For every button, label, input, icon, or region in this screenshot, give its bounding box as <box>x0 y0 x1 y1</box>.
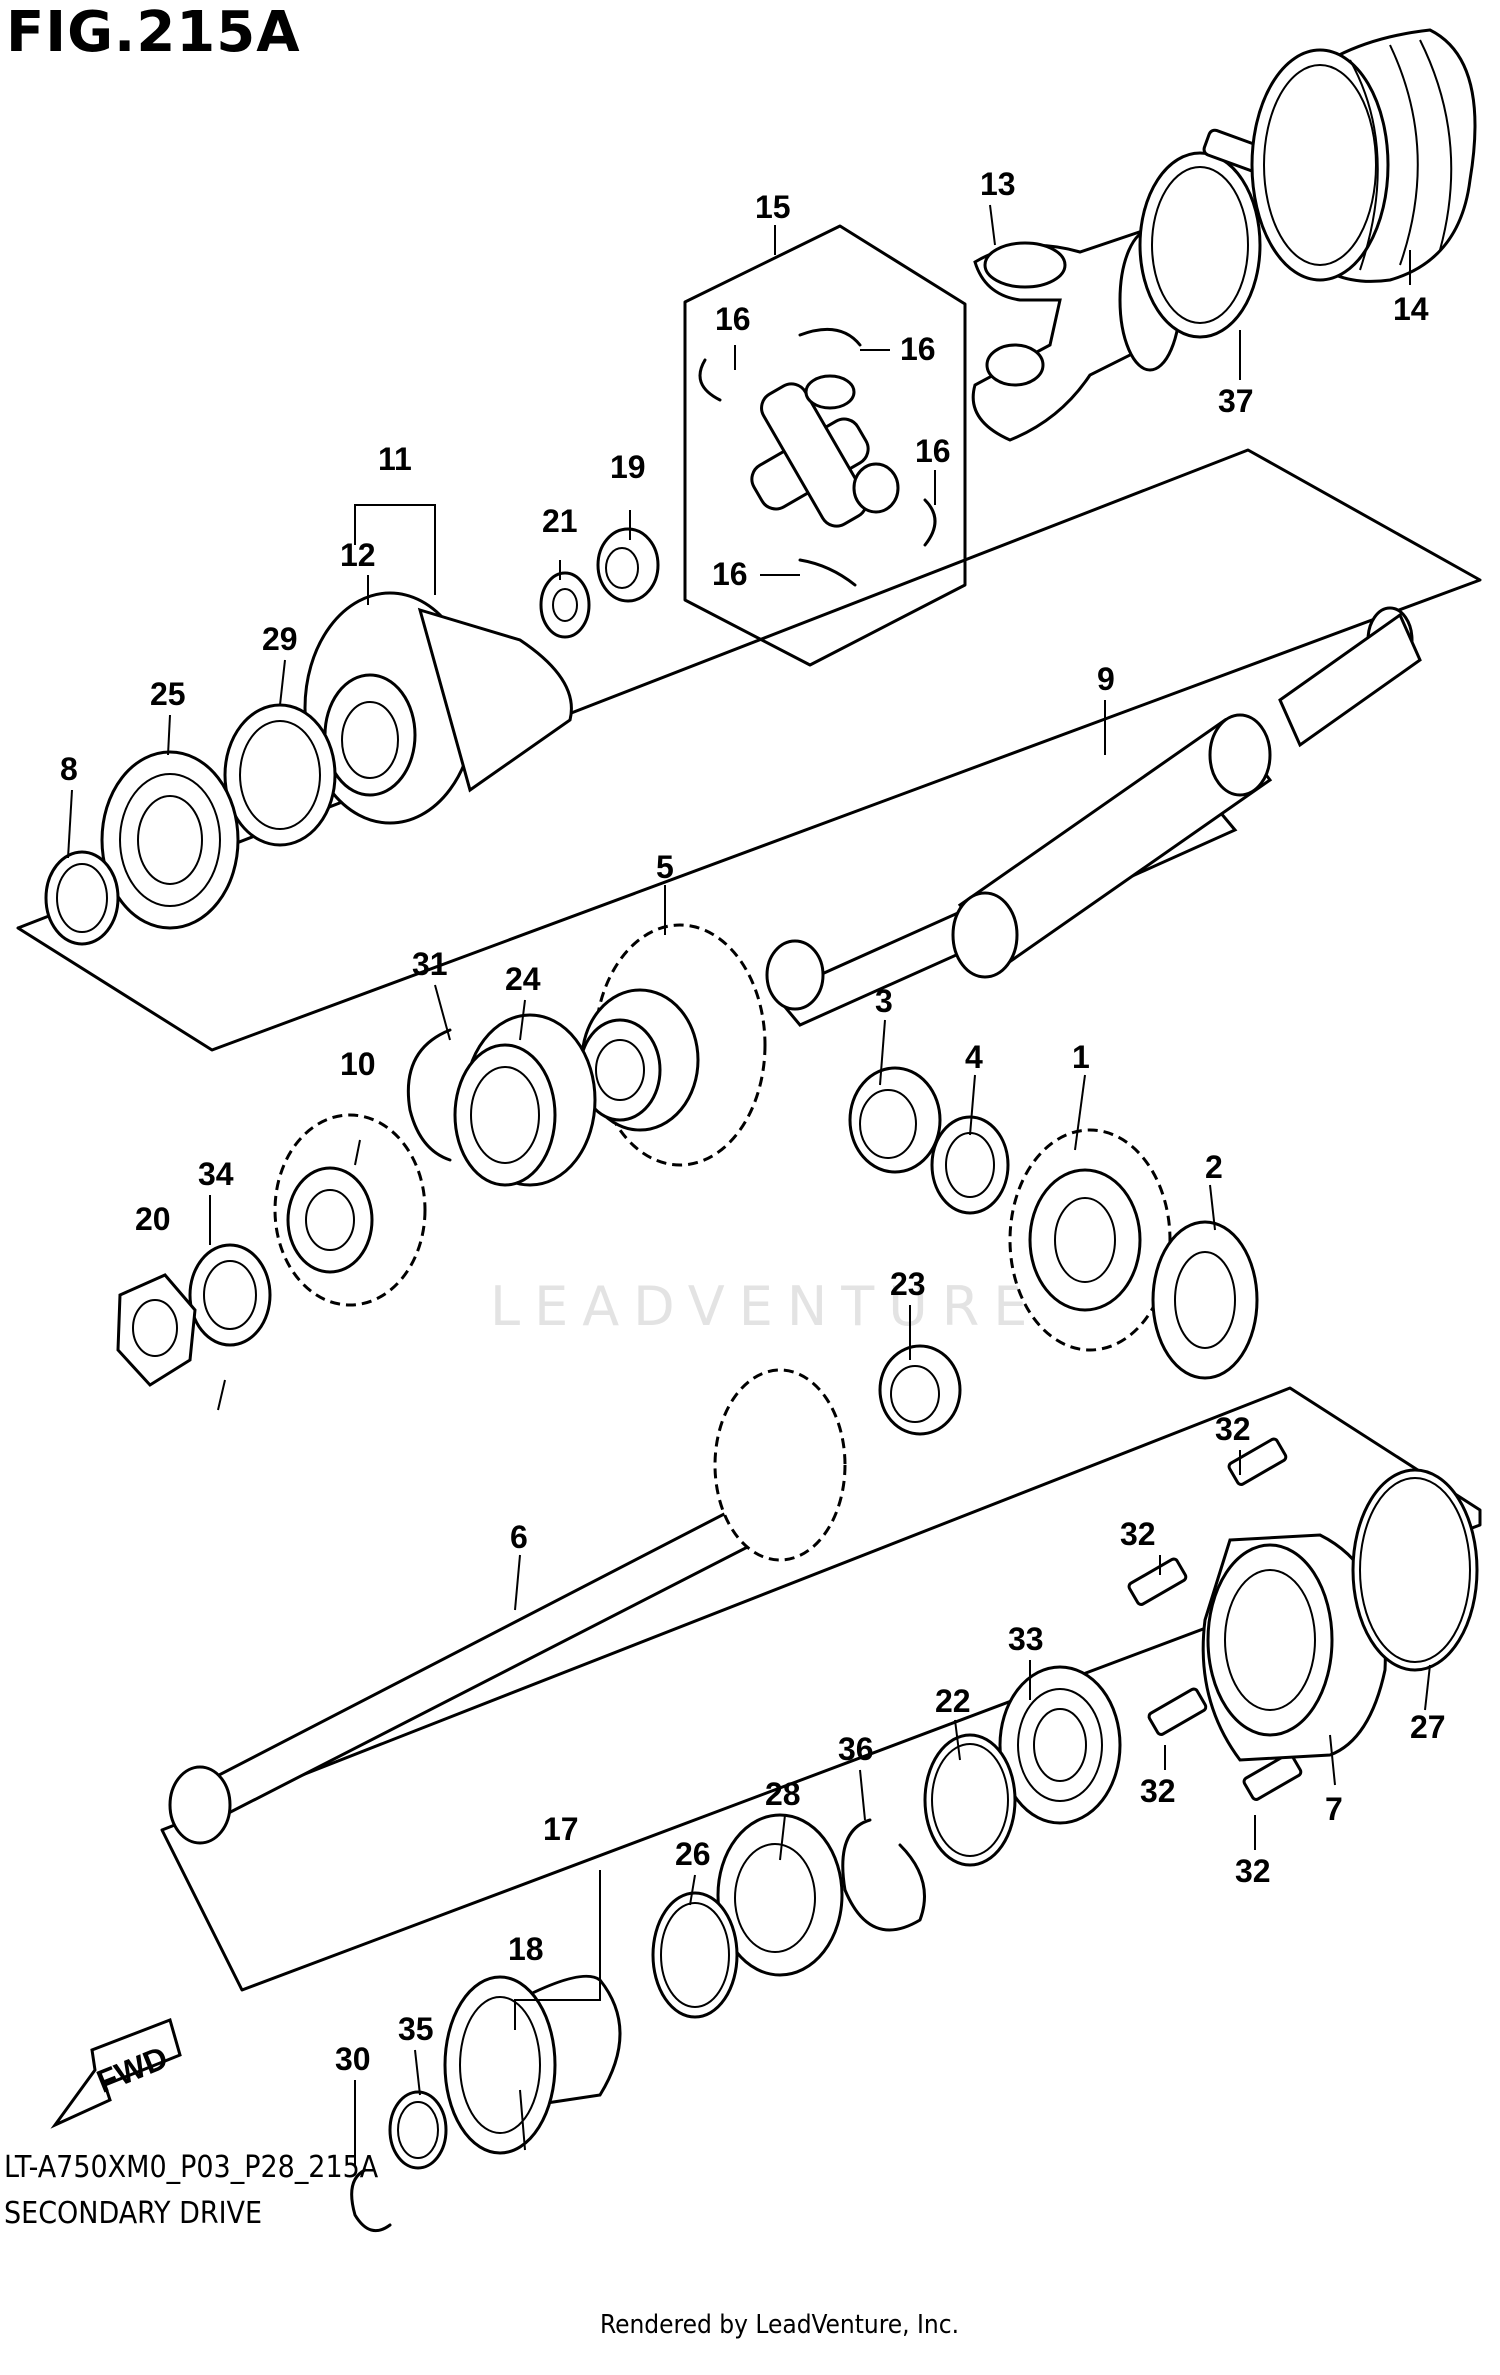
callout-31: 31 <box>412 946 448 982</box>
circlip-30 <box>350 2168 392 2233</box>
ring-26 <box>651 1891 739 2019</box>
callout-2: 2 <box>1205 1149 1223 1185</box>
circlip-36 <box>841 1818 926 1932</box>
callout-10: 10 <box>340 1046 376 1082</box>
figure-title: FIG.215A <box>6 0 301 65</box>
rendered-by-credit: Rendered by LeadVenture, Inc. <box>600 2310 960 2340</box>
callout-5: 5 <box>656 849 674 885</box>
gear-10 <box>273 1113 427 1307</box>
figure-code: LT-A750XM0_P03_P28_215A <box>4 2150 379 2185</box>
callout-32-d: 32 <box>1235 1853 1271 1889</box>
callout-6: 6 <box>510 1519 528 1555</box>
callout-16-a: 16 <box>715 301 751 337</box>
callout-16-b: 16 <box>900 331 936 367</box>
ring-8 <box>44 850 120 946</box>
bearing-24 <box>453 1013 597 1187</box>
callout-21: 21 <box>542 503 578 539</box>
seal-29 <box>223 703 337 847</box>
callout-13: 13 <box>980 166 1016 202</box>
callout-18: 18 <box>508 1931 544 1967</box>
washer-2 <box>1151 1220 1259 1380</box>
callout-27: 27 <box>1410 1709 1446 1745</box>
callout-29: 29 <box>262 621 298 657</box>
cross-joint-box <box>683 224 967 667</box>
callout-3: 3 <box>875 983 893 1019</box>
flange-11-12 <box>303 591 573 825</box>
callout-30: 30 <box>335 2041 371 2077</box>
cover-17-18 <box>443 1974 622 2155</box>
shaft-9 <box>765 606 1422 1027</box>
fwd-arrow-icon: FWD <box>50 2018 182 2129</box>
callout-16-d: 16 <box>712 556 748 592</box>
callout-14: 14 <box>1393 291 1429 327</box>
bolt-32-a <box>1227 1437 1288 1486</box>
callout-32-b: 32 <box>1120 1516 1156 1552</box>
callout-36: 36 <box>838 1731 874 1767</box>
bolt-32-b <box>1127 1557 1188 1606</box>
bolt-32-d <box>1242 1752 1303 1801</box>
callout-24: 24 <box>505 961 541 997</box>
callout-23: 23 <box>890 1266 926 1302</box>
o-ring-27 <box>1351 1468 1479 1672</box>
callout-4: 4 <box>965 1039 983 1075</box>
bolt-32-c <box>1147 1687 1208 1736</box>
boot-14 <box>1250 28 1477 283</box>
callout-15: 15 <box>755 189 791 225</box>
callout-32-a: 32 <box>1215 1411 1251 1447</box>
gear-1 <box>1008 1128 1172 1352</box>
seal-28 <box>716 1813 844 1977</box>
callout-25: 25 <box>150 676 186 712</box>
callout-33: 33 <box>1008 1621 1044 1657</box>
callout-28: 28 <box>765 1776 801 1812</box>
circlip-22 <box>923 1733 1017 1867</box>
callout-17: 17 <box>543 1811 579 1847</box>
circlip-35 <box>388 2090 448 2170</box>
clamp-37 <box>1138 128 1268 339</box>
callout-1: 1 <box>1072 1039 1090 1075</box>
callout-22: 22 <box>935 1683 971 1719</box>
bearing-33 <box>998 1665 1122 1825</box>
callout-12: 12 <box>340 537 376 573</box>
callout-37: 37 <box>1218 383 1254 419</box>
callout-7: 7 <box>1325 1791 1343 1827</box>
callout-34: 34 <box>198 1156 234 1192</box>
cross-joint-15 <box>698 327 937 587</box>
washer-34 <box>188 1243 272 1347</box>
bushing-3 <box>848 1066 942 1174</box>
figure-description: SECONDARY DRIVE <box>4 2196 263 2231</box>
callout-20: 20 <box>135 1201 171 1237</box>
watermark: LEADVENTURE <box>490 1275 1042 1338</box>
callout-19: 19 <box>610 449 646 485</box>
shaft-6 <box>168 1368 847 1845</box>
bushing-23 <box>878 1344 962 1436</box>
leader-lines <box>67 204 1431 2165</box>
callout-9: 9 <box>1097 661 1115 697</box>
callout-35: 35 <box>398 2011 434 2047</box>
washer-21 <box>539 571 591 639</box>
nut-20 <box>116 1273 197 1387</box>
bearing-25 <box>100 750 240 930</box>
nut-19 <box>596 527 660 603</box>
callout-32-c: 32 <box>1140 1773 1176 1809</box>
callout-8: 8 <box>60 751 78 787</box>
upper-group-box <box>16 448 1482 1052</box>
callout-11: 11 <box>378 441 412 477</box>
gear-5 <box>578 923 767 1167</box>
circlip-31 <box>406 1028 452 1162</box>
callout-26: 26 <box>675 1836 711 1872</box>
lower-group-box <box>160 1386 1482 1992</box>
callout-16-c: 16 <box>915 433 951 469</box>
